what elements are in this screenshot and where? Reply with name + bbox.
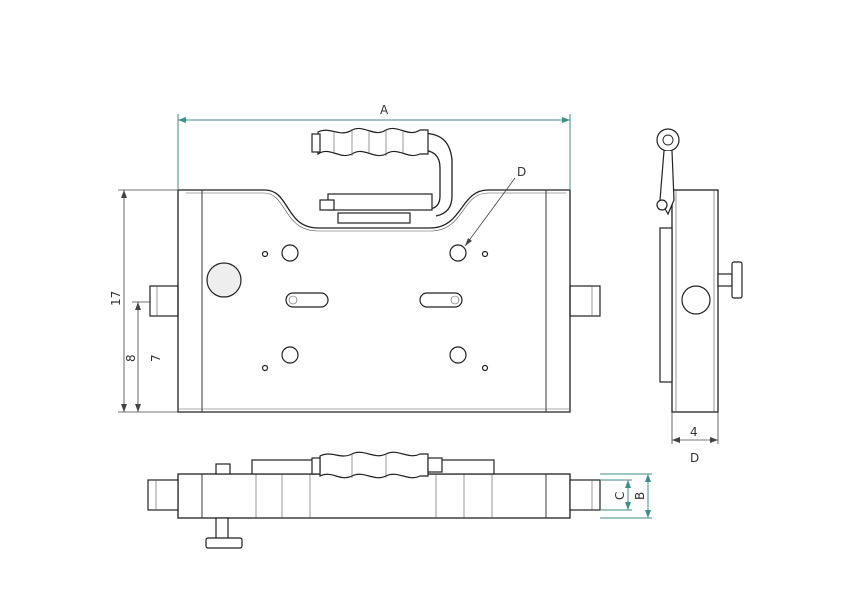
top-knob: [205, 537, 243, 549]
leader-d: D: [464, 165, 526, 247]
label-a: A: [380, 103, 389, 117]
label-d-side: D: [690, 451, 699, 465]
front-left-pin: [149, 285, 179, 317]
label-b: B: [633, 492, 647, 500]
front-body-outline: [177, 189, 571, 413]
front-large-hole: [206, 262, 242, 298]
label-4: 4: [690, 425, 698, 439]
top-body: [177, 473, 571, 519]
label-17: 17: [109, 291, 123, 306]
side-view: 4 D: [656, 128, 743, 465]
label-c: C: [613, 492, 627, 500]
label-d-top: D: [517, 165, 526, 179]
dimension-a: A: [177, 103, 571, 190]
top-view: C B: [147, 451, 652, 549]
front-handle: [311, 127, 453, 224]
dimension-7: 7: [149, 354, 163, 362]
label-8: 8: [124, 354, 138, 362]
dimension-8: 8: [124, 301, 150, 412]
front-view: [149, 127, 601, 413]
side-knob: [731, 261, 743, 299]
label-7: 7: [149, 354, 163, 362]
dimension-17: 17: [109, 189, 178, 413]
front-right-pin: [569, 285, 601, 317]
